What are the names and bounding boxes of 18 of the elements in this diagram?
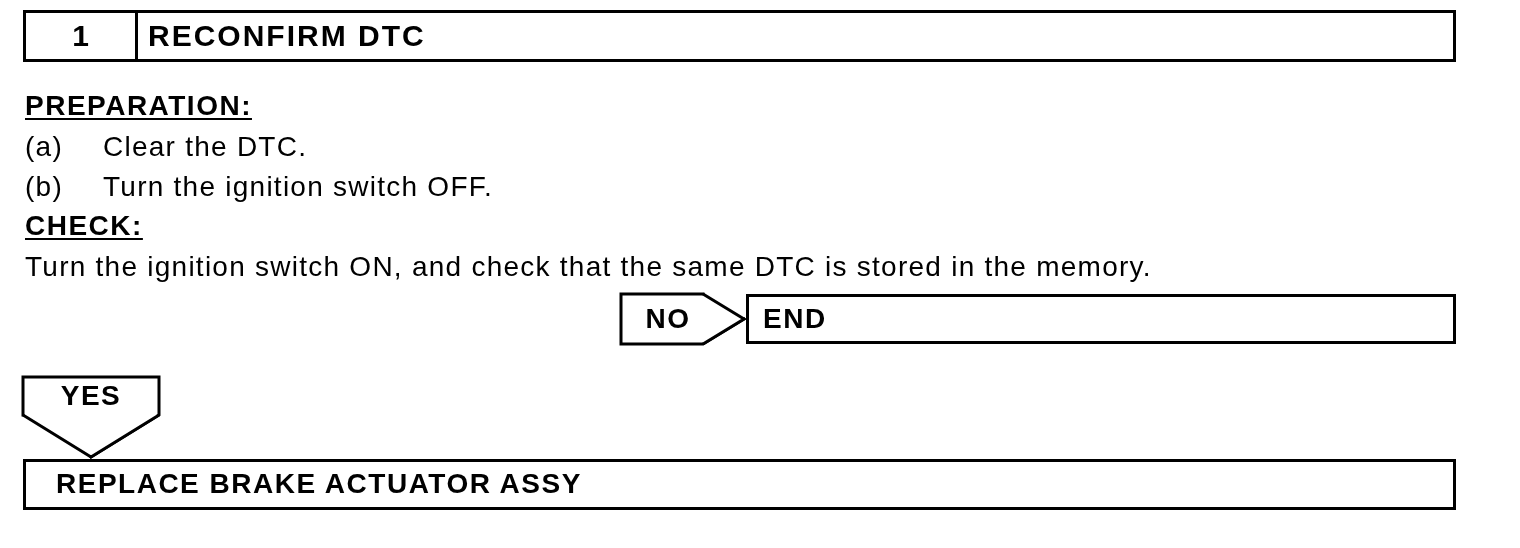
branch-arrow	[21, 375, 161, 459]
action-box	[23, 459, 1456, 510]
step-letter: (a)	[25, 131, 63, 163]
branch-arrow	[619, 292, 746, 346]
instruction-text: Clear the DTC.	[103, 131, 308, 163]
instruction-text: Turn the ignition switch OFF.	[103, 171, 493, 203]
check-text: Turn the ignition switch ON, and check that the same DTC is stored in the memory.	[25, 251, 1152, 283]
section-heading: CHECK:	[25, 210, 143, 242]
result-box	[746, 294, 1456, 344]
box-label: REPLACE BRAKE ACTUATOR ASSY	[56, 468, 582, 501]
step-number: 1	[26, 13, 138, 59]
step-letter: (b)	[25, 171, 63, 203]
edge-label: NO	[645, 303, 691, 335]
step-title: RECONFIRM DTC	[148, 18, 426, 54]
step-header-box	[23, 10, 1456, 62]
box-label: END	[763, 302, 827, 336]
edge-label: YES	[60, 380, 122, 412]
section-heading: PREPARATION:	[25, 90, 252, 122]
